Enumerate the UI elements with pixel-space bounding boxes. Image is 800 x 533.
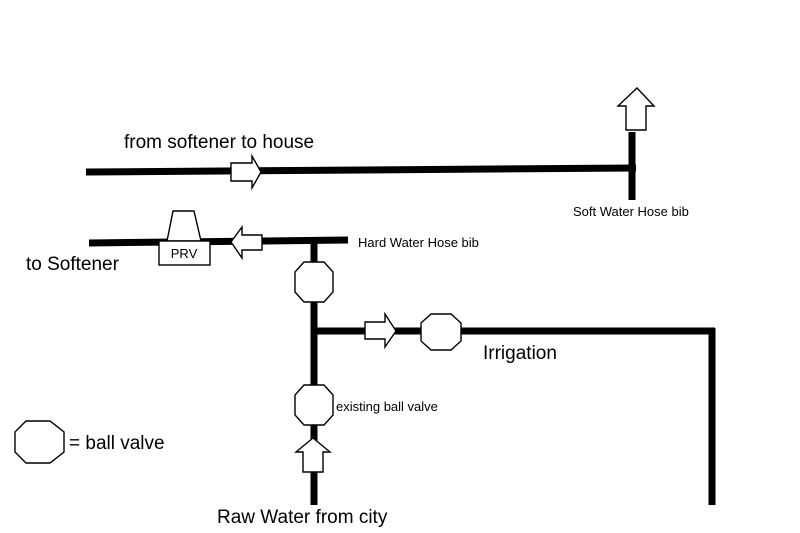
flow-arrow-left-icon	[230, 224, 263, 261]
legend-ball-valve-label: = ball valve	[69, 433, 165, 454]
label-existing-ball-valve: existing ball valve	[336, 399, 438, 414]
pipe-to-softener	[88, 236, 349, 247]
ball-valve-icon	[420, 313, 462, 351]
flow-arrow-right-icon	[230, 153, 262, 191]
pipe-softener-to-house	[85, 164, 637, 176]
flow-arrow-up-icon	[616, 87, 656, 131]
label-soft-water-hose-bib: Soft Water Hose bib	[573, 204, 689, 219]
flow-arrow-right-icon	[364, 311, 397, 350]
flow-arrow-up-icon	[294, 437, 332, 473]
prv-icon	[158, 210, 211, 266]
label-to-softener: to Softener	[26, 254, 120, 275]
legend-ball-valve-icon	[14, 420, 65, 464]
ball-valve-icon	[294, 261, 334, 303]
label-hard-water-hose-bib: Hard Water Hose bib	[358, 235, 479, 250]
ball-valve-icon	[294, 384, 334, 426]
prv-label: PRV	[171, 246, 198, 261]
label-raw-water-from-city: Raw Water from city	[217, 507, 388, 528]
label-irrigation: Irrigation	[483, 343, 557, 364]
label-from-softener-to-house: from softener to house	[124, 132, 314, 153]
